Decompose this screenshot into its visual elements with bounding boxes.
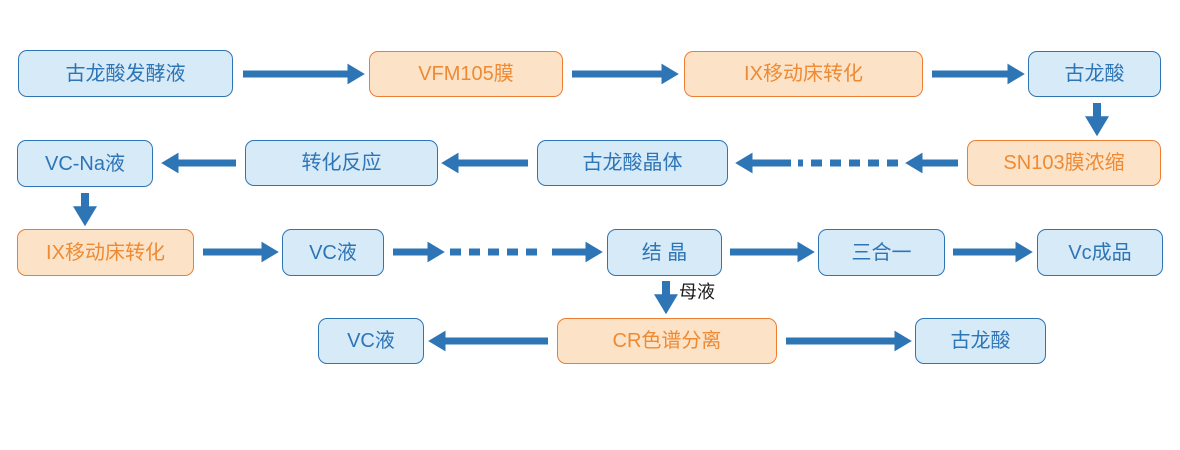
flow-node-gulongsuan-1: 古龙酸 [1028,51,1161,97]
flow-node-gulongsuan-fermentation-broth: 古龙酸发酵液 [18,50,233,97]
flow-node-ix-moving-bed-conversion-2: IX移动床转化 [17,229,194,276]
flow-node-conversion-reaction: 转化反应 [245,140,438,186]
flow-node-ix-moving-bed-conversion-1: IX移动床转化 [684,51,923,97]
flow-node-gulongsuan-crystal: 古龙酸晶体 [537,140,728,186]
edge-label-mother-liquor: 母液 [679,282,715,302]
flow-node-cr-chromatographic-separation: CR色谱分离 [557,318,777,364]
flow-node-vc-na-liquid: VC-Na液 [17,140,153,187]
flow-node-sn103-membrane-concentration: SN103膜浓缩 [967,140,1161,186]
flow-node-vc-finished-product: Vc成品 [1037,229,1163,276]
flow-node-vc-liquid-1: VC液 [282,229,384,276]
flow-node-three-in-one: 三合一 [818,229,945,276]
flow-node-vfm105-membrane: VFM105膜 [369,51,563,97]
flow-node-crystallization: 结 晶 [607,229,722,276]
flow-node-gulongsuan-2: 古龙酸 [915,318,1046,364]
flow-node-vc-liquid-2: VC液 [318,318,424,364]
